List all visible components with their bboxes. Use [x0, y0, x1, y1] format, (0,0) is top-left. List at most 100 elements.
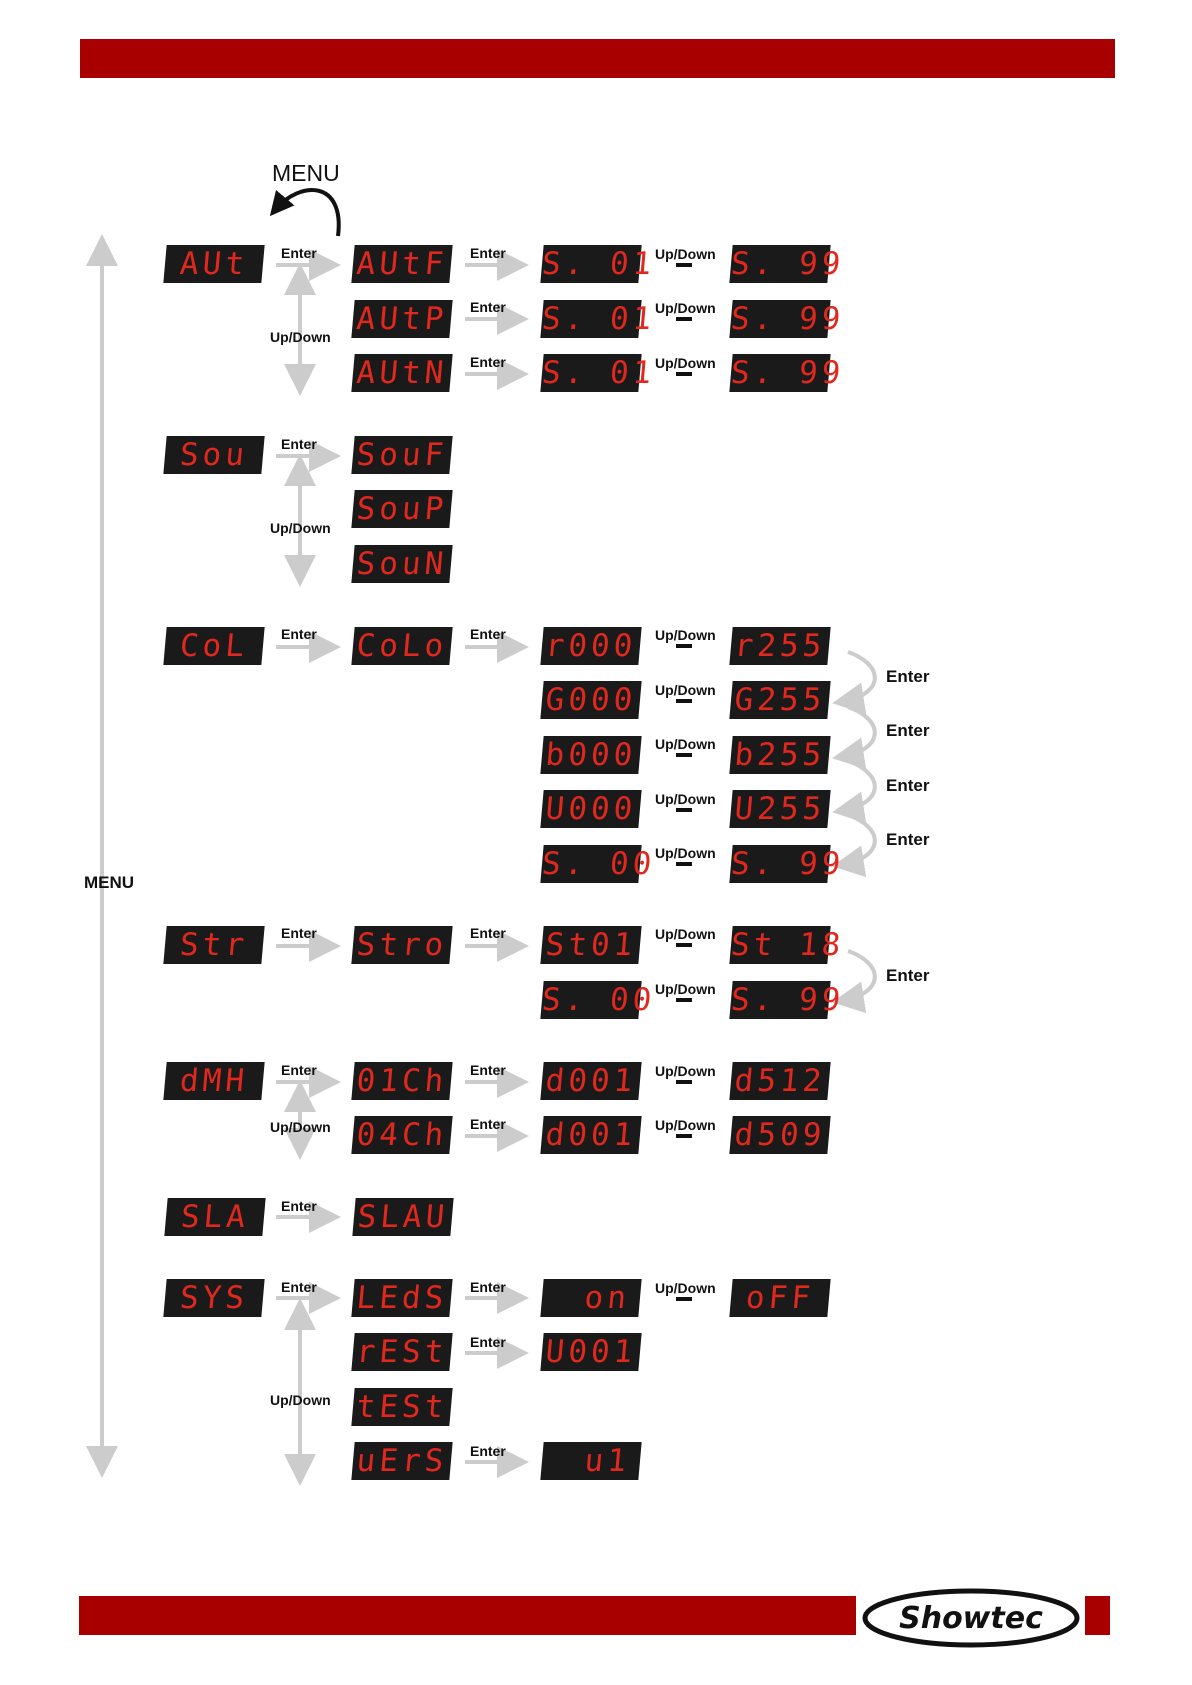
enter-label: Enter: [470, 626, 506, 642]
display-sou: Sou: [163, 436, 265, 474]
logo-text: Showtec: [899, 1601, 1043, 1636]
updown-dash: [676, 372, 692, 376]
display-u001: U001: [540, 1333, 642, 1371]
updown-dash: [676, 644, 692, 648]
enter-loop-label: Enter: [886, 966, 930, 985]
display-str-s-max: S. 99: [729, 981, 846, 1019]
display-aut-s3-min: S. 01: [540, 354, 657, 392]
enter-label: Enter: [470, 1062, 506, 1078]
display-sla: SLA: [164, 1198, 266, 1236]
display-g255: G255: [729, 681, 831, 719]
updown-dash: [676, 943, 692, 947]
enter-label: Enter: [470, 1116, 506, 1132]
display-b255: b255: [729, 736, 831, 774]
updown-dash: [676, 1134, 692, 1138]
enter-label: Enter: [281, 1062, 317, 1078]
updown-label: Up/Down: [655, 1063, 716, 1079]
updown-label: Up/Down: [655, 355, 716, 371]
enter-loop-label: Enter: [886, 830, 930, 849]
updown-dash: [676, 998, 692, 1002]
display-autp: AUtP: [351, 300, 453, 338]
updown-dash: [676, 862, 692, 866]
enter-label: Enter: [470, 299, 506, 315]
updown-dash: [676, 1297, 692, 1301]
enter-loop-label: Enter: [886, 721, 930, 740]
updown-label: Up/Down: [655, 682, 716, 698]
display-autf: AUtF: [351, 245, 453, 283]
updown-dash: [676, 1080, 692, 1084]
showtec-logo: Showtec: [862, 1588, 1080, 1648]
updown-label: Up/Down: [270, 520, 331, 536]
display-aut: AUt: [163, 245, 265, 283]
updown-label: Up/Down: [655, 926, 716, 942]
display-r000: r000: [540, 627, 642, 665]
display-u000: U000: [540, 790, 642, 828]
display-test: tESt: [351, 1388, 453, 1426]
footer-bar-end: [1085, 1596, 1110, 1635]
enter-label: Enter: [470, 1279, 506, 1295]
updown-label: Up/Down: [270, 329, 331, 345]
updown-label: Up/Down: [655, 791, 716, 807]
display-col-s-min: S. 00: [540, 845, 657, 883]
display-col-s-max: S. 99: [729, 845, 846, 883]
updown-label: Up/Down: [655, 1117, 716, 1133]
display-on: on: [540, 1279, 642, 1317]
display-dmx: dMH: [163, 1062, 265, 1100]
display-u255: U255: [729, 790, 831, 828]
updown-label: Up/Down: [655, 981, 716, 997]
display-g000: G000: [540, 681, 642, 719]
display-st01: St01: [540, 926, 642, 964]
enter-label: Enter: [470, 354, 506, 370]
enter-label: Enter: [470, 925, 506, 941]
display-d001a: d001: [540, 1062, 642, 1100]
header-bar: [80, 39, 1115, 78]
display-str-s-min: S. 00: [540, 981, 657, 1019]
display-soun: SouN: [351, 545, 453, 583]
updown-label: Up/Down: [655, 845, 716, 861]
display-d001b: d001: [540, 1116, 642, 1154]
display-aut-s3-max: S. 99: [729, 354, 846, 392]
updown-dash: [676, 753, 692, 757]
enter-label: Enter: [281, 1279, 317, 1295]
enter-label: Enter: [281, 925, 317, 941]
display-sys: SYS: [163, 1279, 265, 1317]
updown-dash: [676, 808, 692, 812]
display-aut-s2-max: S. 99: [729, 300, 846, 338]
enter-label: Enter: [470, 245, 506, 261]
display-soup: SouP: [351, 490, 453, 528]
display-ch01: 01Ch: [351, 1062, 453, 1100]
updown-label: Up/Down: [655, 246, 716, 262]
enter-loop-label: Enter: [886, 776, 930, 795]
enter-label: Enter: [281, 1198, 317, 1214]
display-b000: b000: [540, 736, 642, 774]
display-col: CoL: [163, 627, 265, 665]
display-autn: AUtN: [351, 354, 453, 392]
display-vers: uErS: [351, 1442, 453, 1480]
display-d509: d509: [729, 1116, 831, 1154]
updown-label: Up/Down: [655, 736, 716, 752]
display-str: Str: [163, 926, 265, 964]
enter-label: Enter: [470, 1334, 506, 1350]
display-ch04: 04Ch: [351, 1116, 453, 1154]
display-colo: CoLo: [351, 627, 453, 665]
enter-label: Enter: [281, 436, 317, 452]
display-slau: SLAU: [352, 1198, 454, 1236]
display-st18: St 18: [729, 926, 846, 964]
enter-label: Enter: [470, 1443, 506, 1459]
enter-loop-label: Enter: [886, 667, 930, 686]
display-v1: u1: [540, 1442, 642, 1480]
display-rest: rESt: [351, 1333, 453, 1371]
display-stro: Stro: [351, 926, 453, 964]
updown-dash: [676, 317, 692, 321]
display-aut-s1-min: S. 01: [540, 245, 657, 283]
enter-label: Enter: [281, 245, 317, 261]
enter-label: Enter: [281, 626, 317, 642]
display-leds: LEdS: [351, 1279, 453, 1317]
menu-side-label: MENU: [84, 873, 135, 892]
menu-top-label: MENU: [272, 160, 340, 186]
updown-dash: [676, 263, 692, 267]
updown-label: Up/Down: [655, 627, 716, 643]
display-d512: d512: [729, 1062, 831, 1100]
updown-label: Up/Down: [270, 1392, 331, 1408]
